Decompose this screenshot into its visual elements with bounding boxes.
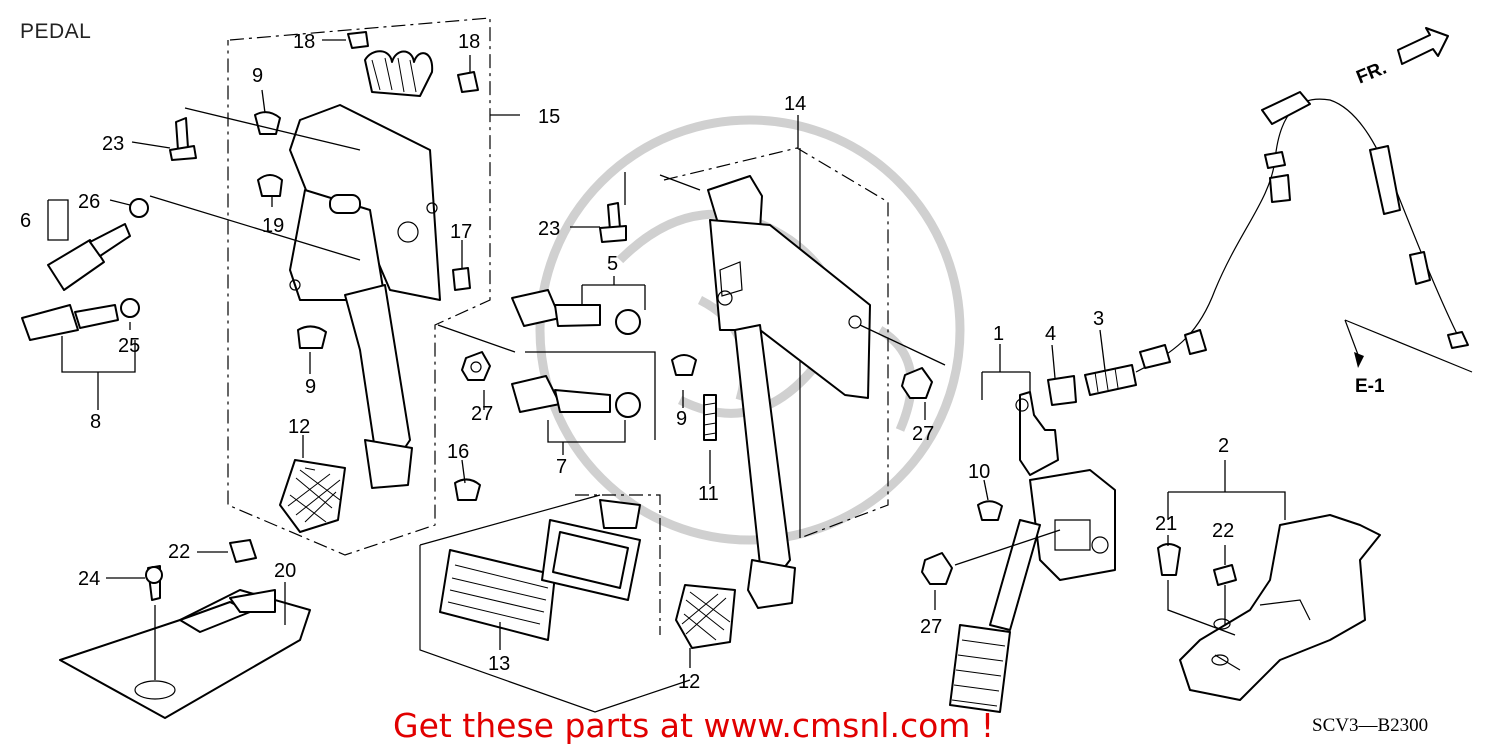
callout-21-clip: 21 <box>1155 513 1177 535</box>
svg-text:E-1: E-1 <box>1355 376 1385 397</box>
callout-10-clip: 10 <box>968 461 990 483</box>
floor-cover-group <box>1157 460 1381 701</box>
callout-8-switch: 8 <box>90 411 101 433</box>
accelerator-pedal-group <box>901 91 1469 713</box>
callout-27-nut-center: 27 <box>471 403 493 425</box>
callout-23-bolt-center: 23 <box>538 218 560 240</box>
clutch-pedal-assembly-group <box>461 147 889 609</box>
callout-12-pad-left: 12 <box>288 416 310 438</box>
callout-19-bushing: 19 <box>262 215 284 237</box>
callout-27-nut-right-lower: 27 <box>920 616 942 638</box>
callout-14-clutch-pedal-assy: 14 <box>784 93 806 115</box>
callout-12-pad-right: 12 <box>678 671 700 693</box>
callout-25-nut: 25 <box>118 335 140 357</box>
floor-mat-group <box>59 539 311 719</box>
callout-6-switch: 6 <box>20 210 31 232</box>
leader-lines-center <box>437 115 799 484</box>
callout-18-spring-clip-b: 18 <box>458 31 480 53</box>
callout-9-clip-top: 9 <box>252 65 263 87</box>
brake-pedal-assembly-group <box>21 17 491 556</box>
callout-24-screw: 24 <box>78 568 100 590</box>
callout-20-mat: 20 <box>274 560 296 582</box>
callout-17-collar: 17 <box>450 221 472 243</box>
diagram-code: SCV3—B2300 <box>1312 715 1428 736</box>
front-direction-arrow: FR. <box>1353 27 1449 89</box>
callout-9-clip-mid: 9 <box>305 376 316 398</box>
callout-5-switch: 5 <box>607 253 618 275</box>
callout-23-bolt-left: 23 <box>102 133 124 155</box>
callout-11-spring: 11 <box>698 483 719 505</box>
leader-lines-right <box>859 324 1106 610</box>
section-ref-e1: E-1 <box>1344 319 1473 397</box>
page-title: PEDAL <box>20 20 91 43</box>
callout-13-pad: 13 <box>488 653 510 675</box>
leader-lines-left <box>47 39 520 484</box>
callout-labels: 18 18 9 23 26 6 19 17 15 25 9 8 12 16 14… <box>20 31 1234 693</box>
callout-27-nut-right-upper: 27 <box>912 423 934 445</box>
callout-9-clip-right: 9 <box>676 408 687 430</box>
callout-22-nut-right: 22 <box>1212 520 1234 542</box>
callout-18-spring-clip-a: 18 <box>293 31 315 53</box>
callout-4-washer: 4 <box>1045 323 1056 345</box>
callout-26-nut: 26 <box>78 191 100 213</box>
promo-banner[interactable]: Get these parts at www.cmsnl.com ! <box>393 706 994 745</box>
callout-15-brake-pedal-assy: 15 <box>538 106 560 128</box>
pedal-pads-group <box>419 494 736 713</box>
callout-1-accelerator: 1 <box>993 323 1004 345</box>
callout-7-switch: 7 <box>556 456 567 478</box>
svg-text:FR.: FR. <box>1353 58 1389 89</box>
callout-22-nut-left: 22 <box>168 541 190 563</box>
callout-2-cover: 2 <box>1218 435 1229 457</box>
callout-3-cable: 3 <box>1093 308 1104 330</box>
callout-16-clip: 16 <box>447 441 469 463</box>
